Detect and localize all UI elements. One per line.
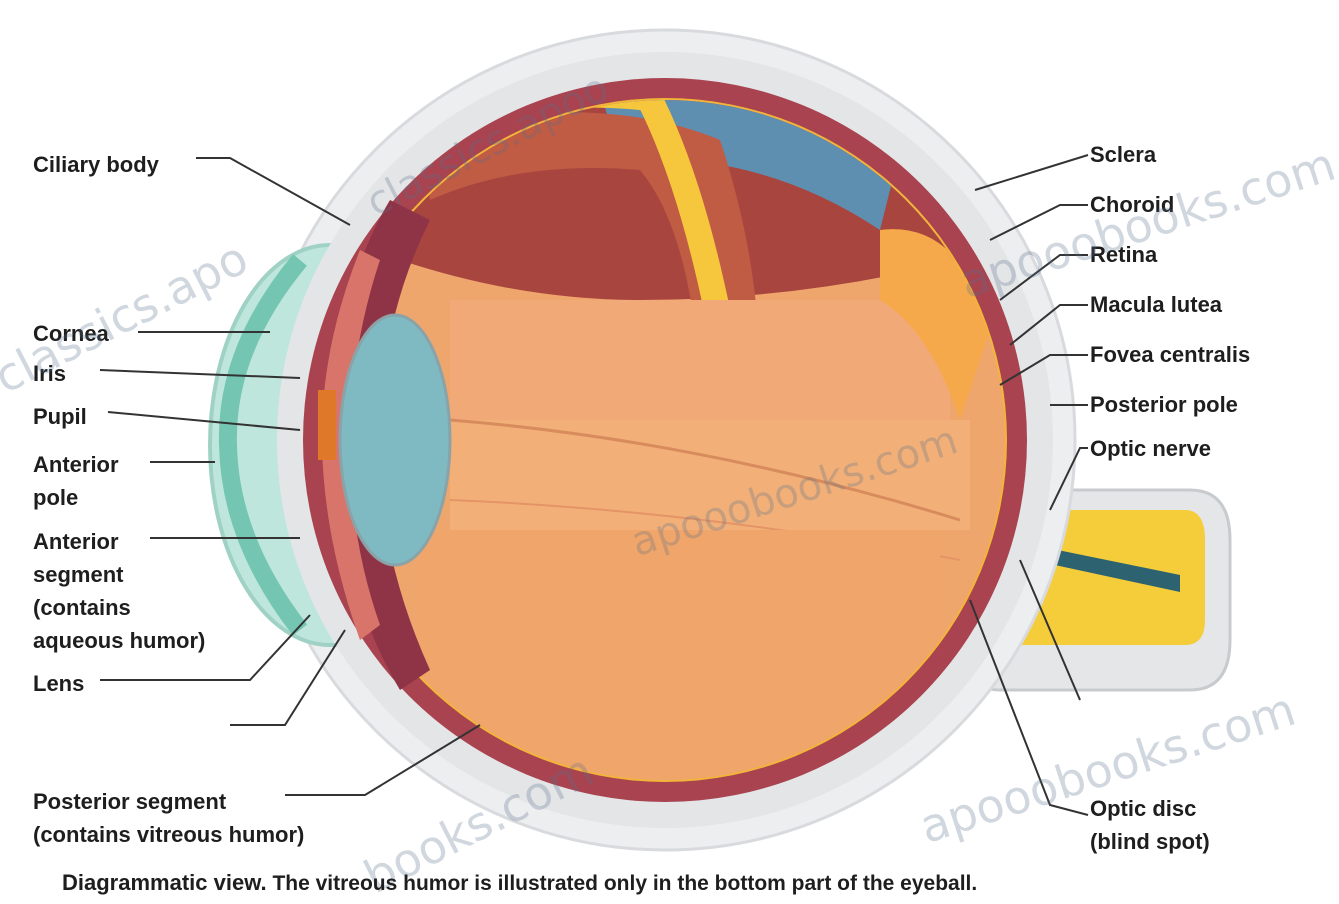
label-anterior-segment: Anterior segment (contains aqueous humor…	[33, 525, 205, 657]
caption: Diagrammatic view. The vitreous humor is…	[62, 870, 977, 896]
label-optic-disc-line2: (blind spot)	[1090, 825, 1210, 858]
label-anterior-pole-line2: pole	[33, 481, 119, 514]
label-optic-nerve: Optic nerve	[1090, 432, 1211, 465]
label-retina: Retina	[1090, 238, 1157, 271]
label-optic-disc-line1: Optic disc	[1090, 792, 1210, 825]
lens	[340, 315, 450, 565]
label-anterior-segment-line2: segment	[33, 558, 205, 591]
label-lens: Lens	[33, 667, 84, 700]
label-posterior-pole: Posterior pole	[1090, 388, 1238, 421]
label-pupil: Pupil	[33, 400, 87, 433]
label-anterior-pole: Anterior pole	[33, 448, 119, 514]
label-fovea-centralis: Fovea centralis	[1090, 338, 1250, 371]
label-cornea: Cornea	[33, 317, 109, 350]
label-anterior-segment-line3: (contains	[33, 591, 205, 624]
caption-text: The vitreous humor is illustrated only i…	[272, 872, 977, 895]
label-anterior-segment-line1: Anterior	[33, 525, 205, 558]
label-macula-lutea: Macula lutea	[1090, 288, 1222, 321]
label-choroid: Choroid	[1090, 188, 1174, 221]
caption-lead: Diagrammatic view.	[62, 870, 267, 895]
label-sclera: Sclera	[1090, 138, 1156, 171]
label-optic-disc: Optic disc (blind spot)	[1090, 792, 1210, 858]
label-posterior-segment-line1: Posterior segment	[33, 785, 304, 818]
label-posterior-segment-line2: (contains vitreous humor)	[33, 818, 304, 851]
label-anterior-segment-line4: aqueous humor)	[33, 624, 205, 657]
label-ciliary-body: Ciliary body	[33, 148, 159, 181]
label-posterior-segment: Posterior segment (contains vitreous hum…	[33, 785, 304, 851]
label-anterior-pole-line1: Anterior	[33, 448, 119, 481]
label-iris: Iris	[33, 357, 66, 390]
